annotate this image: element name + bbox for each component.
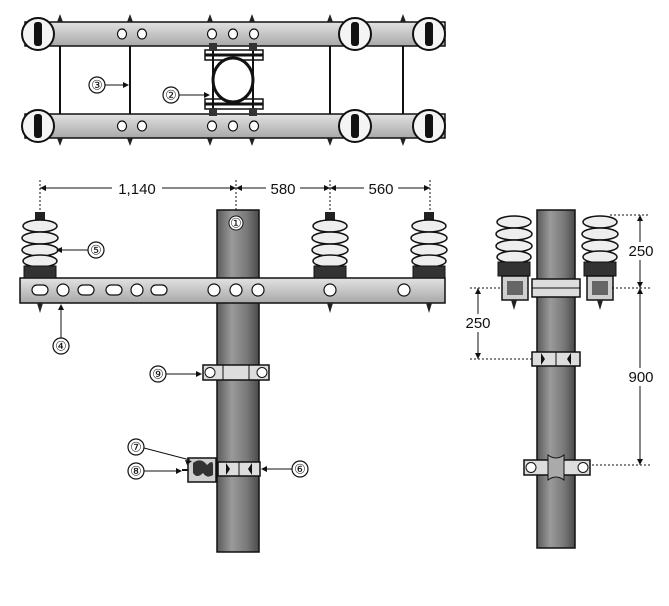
callout-7: ⑦ xyxy=(127,438,192,465)
callout-9: ⑨ xyxy=(149,365,202,383)
callout-6-label: ⑥ xyxy=(294,462,306,477)
callout-4: ④ xyxy=(52,304,70,355)
insulator-icon xyxy=(21,17,446,143)
dimension-left-span: 1,140 xyxy=(118,181,156,198)
callout-3: ③ xyxy=(88,76,129,94)
callout-5-label: ⑤ xyxy=(90,243,102,258)
insulator-icon xyxy=(581,215,619,310)
callout-5: ⑤ xyxy=(56,241,105,259)
crossarm-holes xyxy=(31,283,411,297)
utility-pole xyxy=(216,209,260,553)
pole-clamp-icon xyxy=(202,364,270,381)
plan-view: ③ ② xyxy=(21,14,446,146)
callout-9-label: ⑨ xyxy=(152,367,164,382)
side-dimension-arrows xyxy=(475,215,643,465)
callout-1-label: ① xyxy=(230,216,242,231)
side-elevation: 250 900 250 xyxy=(463,209,654,549)
dimension-side-lower: 900 xyxy=(628,369,653,386)
callout-3-label: ③ xyxy=(91,78,103,93)
callout-2: ② xyxy=(162,86,210,104)
insulator-cap-marks xyxy=(34,22,433,138)
callout-8-label: ⑧ xyxy=(130,464,142,479)
dimension-side-left: 250 xyxy=(465,315,490,332)
dimension-right-span: 560 xyxy=(368,181,393,198)
arm-holes-lower xyxy=(116,120,260,132)
callout-6: ⑥ xyxy=(261,460,309,478)
insulator-icon xyxy=(495,215,533,310)
insulator-icon xyxy=(410,212,448,279)
insulator-icon xyxy=(311,212,349,279)
pole-clamp-icon xyxy=(523,454,591,481)
insulator-icon xyxy=(21,212,59,279)
bolt-icon xyxy=(57,14,406,146)
dimension-side-upper: 250 xyxy=(628,243,653,260)
pole-clamp-icon xyxy=(204,43,264,116)
callout-2-label: ② xyxy=(165,88,177,103)
pole-clamp-icon xyxy=(531,351,581,367)
callout-8: ⑧ xyxy=(127,462,182,480)
callout-4-label: ④ xyxy=(55,339,67,354)
front-elevation: 1,140 580 560 ① xyxy=(19,179,448,553)
pole-clamp-icon xyxy=(182,457,261,483)
utility-pole-side xyxy=(536,209,576,549)
bolt-icon xyxy=(37,303,432,313)
callout-7-label: ⑦ xyxy=(130,440,142,455)
arm-holes-upper xyxy=(116,28,260,40)
dimension-middle-span: 580 xyxy=(270,181,295,198)
dimension-arrows xyxy=(40,185,430,191)
